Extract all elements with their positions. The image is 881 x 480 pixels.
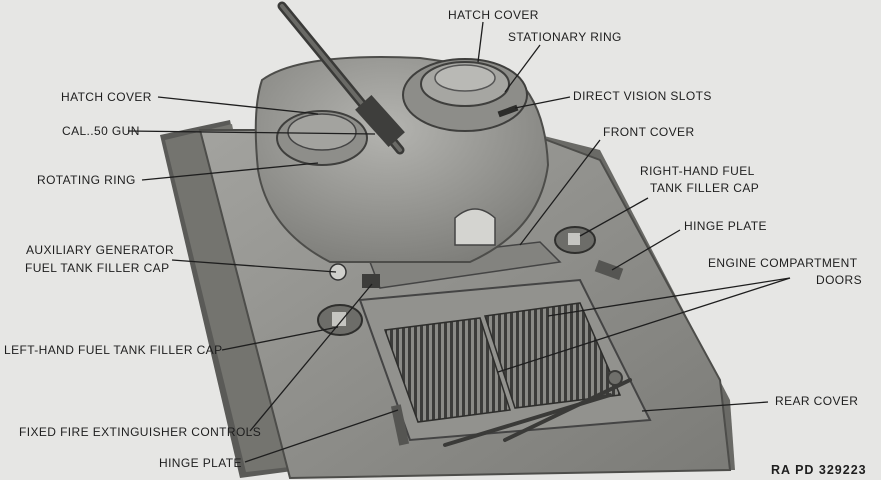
leader-hatch-cover-top <box>477 21 484 63</box>
leader-cal50 <box>127 130 376 135</box>
leader-aux-gen <box>171 259 337 273</box>
leader-fire-ext <box>249 283 373 432</box>
leader-front-cover <box>519 139 601 246</box>
leader-line-group <box>127 21 791 463</box>
label-fire-ext: FIXED FIRE EXTINGUISHER CONTROLS <box>19 425 262 439</box>
turret-vent <box>454 208 496 246</box>
figure-code: RA PD 329223 <box>771 463 867 477</box>
label-stationary-ring: STATIONARY RING <box>508 30 622 44</box>
leader-rotating-ring <box>141 162 319 181</box>
label-aux-gen-1: AUXILIARY GENERATOR <box>26 243 175 257</box>
hinge-plate-bottom-shape <box>390 404 410 446</box>
engine-grille-left <box>383 317 511 423</box>
cal50-gun-shape <box>277 1 405 155</box>
label-hatch-cover-left: HATCH COVER <box>61 90 152 104</box>
label-left-fuel: LEFT-HAND FUEL TANK FILLER CAP <box>4 343 223 357</box>
leader-engine-doors-a <box>547 277 791 317</box>
engine-grille-right <box>484 302 622 409</box>
label-right-fuel-2: TANK FILLER CAP <box>650 181 760 195</box>
label-direct-vision-slots: DIRECT VISION SLOTS <box>573 89 712 103</box>
left-track <box>160 120 300 478</box>
label-engine-doors-2: DOORS <box>816 273 863 287</box>
commander-hatch <box>402 58 528 132</box>
label-hinge-plate-right: HINGE PLATE <box>684 219 767 233</box>
leader-engine-doors-b <box>497 277 791 373</box>
leader-direct-vision <box>514 96 571 109</box>
fire-ext-controls <box>362 274 380 288</box>
label-rear-cover: REAR COVER <box>775 394 859 408</box>
label-rotating-ring: ROTATING RING <box>37 173 136 187</box>
leader-stationary-ring <box>504 44 541 93</box>
leader-hinge-plate-right <box>611 229 681 271</box>
pioneer-tools <box>443 370 632 447</box>
leader-right-fuel <box>579 197 649 237</box>
leader-hatch-cover-left <box>157 96 319 115</box>
label-cal50-gun: CAL..50 GUN <box>62 124 140 138</box>
label-front-cover: FRONT COVER <box>603 125 695 139</box>
leader-left-fuel <box>221 326 339 351</box>
left-fuel-cap <box>317 304 363 336</box>
label-hinge-plate-bottom: HINGE PLATE <box>159 456 242 470</box>
label-hatch-cover-top: HATCH COVER <box>448 8 539 22</box>
leader-rear-cover <box>641 401 769 412</box>
label-engine-doors-1: ENGINE COMPARTMENT <box>708 256 858 270</box>
label-right-fuel-1: RIGHT-HAND FUEL <box>640 164 755 178</box>
label-aux-gen-2: FUEL TANK FILLER CAP <box>25 261 170 275</box>
leader-hinge-plate-bottom <box>244 409 399 463</box>
hinge-plate-right-shape <box>594 259 624 281</box>
loader-hatch <box>276 110 368 166</box>
vision-slot <box>497 104 519 118</box>
